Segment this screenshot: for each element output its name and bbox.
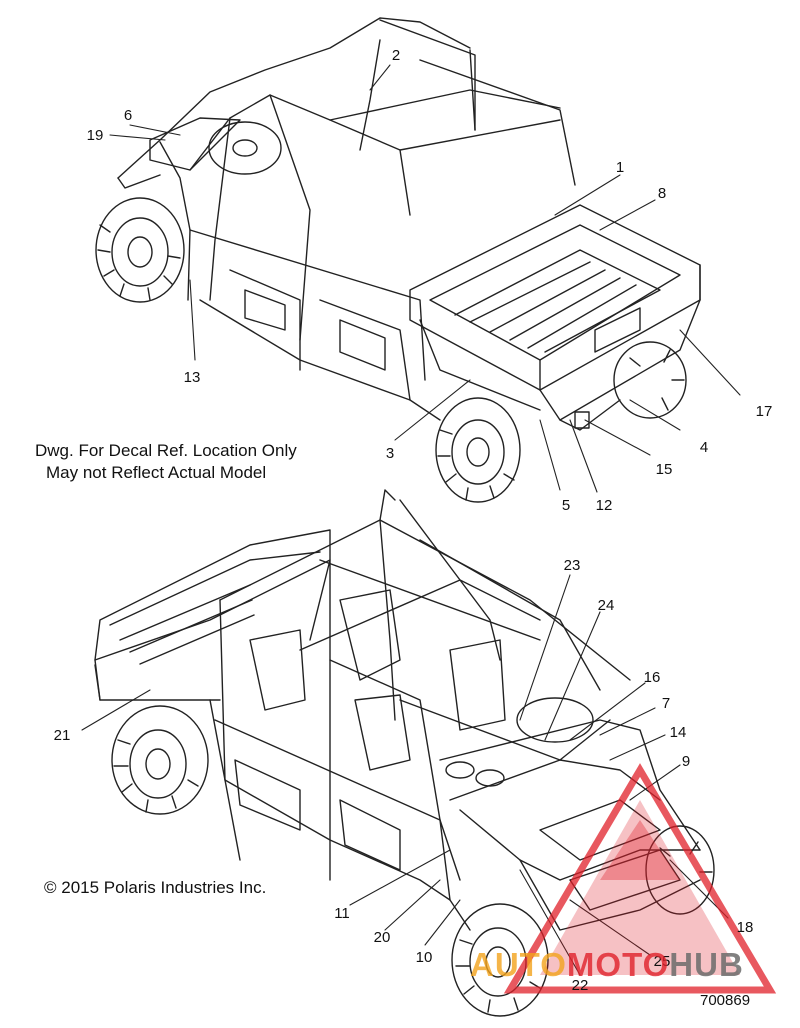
callouts-top: 1 2 3 4 5 6 8 12 13 15 17 19 bbox=[87, 47, 773, 514]
callout-17: 17 bbox=[756, 403, 773, 420]
callout-1: 1 bbox=[616, 159, 624, 176]
callout-11: 11 bbox=[334, 905, 350, 922]
note-line-1: Dwg. For Decal Ref. Location Only bbox=[35, 441, 297, 460]
watermark-logo: AUTOMOTOHUB bbox=[470, 946, 744, 983]
leader-lines bbox=[81, 64, 741, 976]
callout-9: 9 bbox=[682, 753, 690, 770]
top-vehicle-drawing bbox=[95, 17, 701, 503]
callout-21: 21 bbox=[54, 727, 71, 744]
callout-18: 18 bbox=[737, 919, 754, 936]
callout-14: 14 bbox=[670, 724, 687, 741]
bottom-vehicle-drawing bbox=[94, 489, 715, 1017]
callout-24: 24 bbox=[598, 597, 615, 614]
callout-13: 13 bbox=[184, 369, 201, 386]
callout-22: 22 bbox=[572, 977, 589, 994]
callouts-bottom: 7 9 10 11 14 16 18 20 21 22 23 24 25 bbox=[54, 557, 754, 994]
drawing-number: 700869 bbox=[700, 992, 751, 1009]
note-line-2: May not Reflect Actual Model bbox=[46, 463, 267, 482]
callout-6: 6 bbox=[124, 107, 132, 124]
callout-12: 12 bbox=[596, 497, 613, 514]
callout-25: 25 bbox=[654, 953, 671, 970]
callout-7: 7 bbox=[662, 695, 670, 712]
svg-text:AUTOMOTOHUB: AUTOMOTOHUB bbox=[470, 946, 744, 983]
callout-16: 16 bbox=[644, 669, 661, 686]
copyright-text: © 2015 Polaris Industries Inc. bbox=[44, 878, 267, 897]
callout-20: 20 bbox=[374, 929, 391, 946]
callout-8: 8 bbox=[658, 185, 666, 202]
callout-5: 5 bbox=[562, 497, 570, 514]
callout-10: 10 bbox=[416, 949, 433, 966]
callout-4: 4 bbox=[700, 439, 708, 456]
watermark-auto: AUTO bbox=[470, 946, 567, 983]
callout-2: 2 bbox=[392, 47, 400, 64]
callout-23: 23 bbox=[564, 557, 581, 574]
callout-19: 19 bbox=[87, 127, 104, 144]
watermark-hub: HUB bbox=[669, 946, 744, 983]
watermark-moto: MOTO bbox=[567, 946, 669, 983]
watermark-triangle bbox=[503, 763, 777, 994]
callout-15: 15 bbox=[656, 461, 673, 478]
callout-3: 3 bbox=[386, 445, 394, 462]
